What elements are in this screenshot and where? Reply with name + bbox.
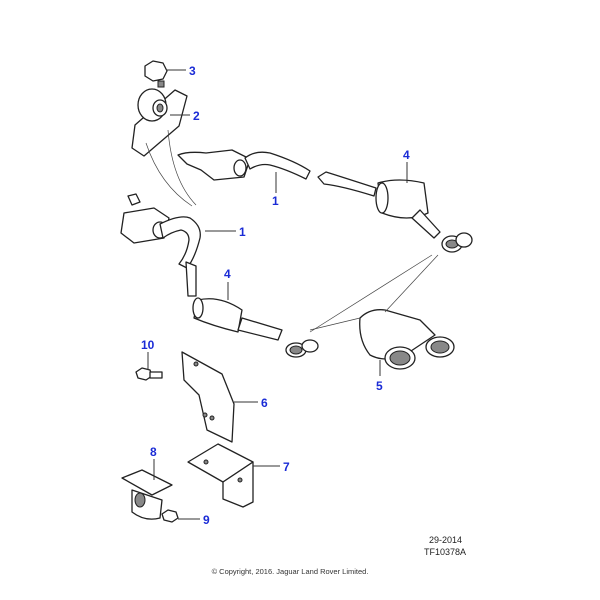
part-1-front-pipe-right[interactable] <box>177 149 377 197</box>
part-4-rear-muffler-right[interactable] <box>375 179 473 253</box>
part-7-bracket[interactable] <box>187 443 254 508</box>
part-4-rear-muffler-left[interactable] <box>185 261 319 358</box>
part-10-bolt[interactable] <box>135 367 163 381</box>
callout-1-upper[interactable]: 1 <box>272 194 279 208</box>
callout-8[interactable]: 8 <box>150 445 157 459</box>
part-5-tailpipe-finisher[interactable] <box>359 309 455 370</box>
callout-7[interactable]: 7 <box>283 460 290 474</box>
callout-3[interactable]: 3 <box>189 64 196 78</box>
callout-4-left[interactable]: 4 <box>224 267 231 281</box>
callout-9[interactable]: 9 <box>203 513 210 527</box>
callout-4-right[interactable]: 4 <box>403 148 410 162</box>
callout-1-lower[interactable]: 1 <box>239 225 246 239</box>
copyright-notice: © Copyright, 2016. Jaguar Land Rover Lim… <box>211 567 369 576</box>
part-8-mount[interactable] <box>121 469 173 520</box>
illustration-code: TF10378A <box>423 547 466 557</box>
part-1-front-pipe-left[interactable] <box>120 193 201 269</box>
callout-5[interactable]: 5 <box>376 379 383 393</box>
part-3-bolt[interactable] <box>144 60 168 88</box>
callout-2[interactable]: 2 <box>193 109 200 123</box>
part-6-heat-shield[interactable] <box>181 351 235 443</box>
callout-10[interactable]: 10 <box>141 338 155 352</box>
illustration-date: 29-2014 <box>428 535 462 545</box>
part-2-rubber-mount[interactable] <box>131 88 188 157</box>
callout-6[interactable]: 6 <box>261 396 268 410</box>
part-9-bolt[interactable] <box>161 509 179 523</box>
